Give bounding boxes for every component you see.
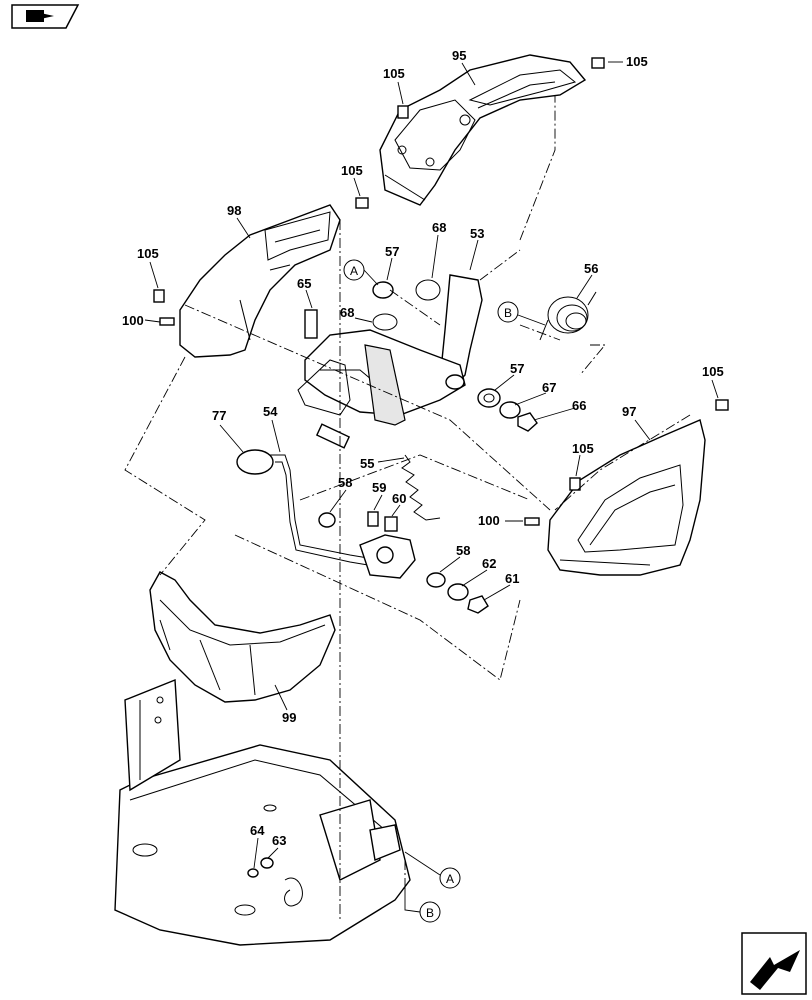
screws-100 — [159, 317, 540, 526]
callout-54: 54 — [263, 404, 278, 419]
callout-61: 61 — [505, 571, 519, 586]
part-53-bracket-assembly — [297, 274, 483, 426]
part-65-switch — [304, 309, 318, 339]
callout-53: 53 — [470, 226, 484, 241]
callout-67: 67 — [542, 380, 556, 395]
callout-98: 98 — [227, 203, 241, 218]
fasteners-57-68-upper — [372, 279, 441, 331]
callout-100: 100 — [122, 313, 144, 328]
reference-b-bottom: B — [404, 880, 441, 923]
callout-95: 95 — [452, 48, 466, 63]
callout-100: 100 — [478, 513, 500, 528]
reference-b-top: B — [497, 301, 546, 326]
ref-label: A — [446, 872, 454, 886]
part-77-knob — [236, 449, 274, 475]
lower-frame — [114, 678, 411, 946]
callout-66: 66 — [572, 398, 586, 413]
callout-105: 105 — [341, 163, 363, 178]
callout-105: 105 — [383, 66, 405, 81]
ref-label: B — [504, 306, 512, 320]
callout-99: 99 — [282, 710, 296, 725]
book-arrow-icon[interactable] — [11, 4, 80, 29]
callout-58: 58 — [456, 543, 470, 558]
part-56-torsion-spring — [539, 291, 597, 341]
part-54-lever-rod — [270, 454, 416, 579]
callout-64: 64 — [250, 823, 265, 838]
part-99-lower-cover — [149, 571, 336, 703]
callout-57: 57 — [385, 244, 399, 259]
washers-57-67-66 — [477, 388, 538, 432]
callout-65: 65 — [297, 276, 311, 291]
reference-a-bottom: A — [404, 851, 461, 889]
callout-68: 68 — [340, 305, 354, 320]
callout-105: 105 — [572, 441, 594, 456]
callout-68: 68 — [432, 220, 446, 235]
ref-label: B — [426, 906, 434, 920]
next-page-arrow-icon[interactable] — [741, 932, 807, 995]
part-55-spring — [401, 454, 441, 521]
callout-58: 58 — [338, 475, 352, 490]
callout-62: 62 — [482, 556, 496, 571]
callout-63: 63 — [272, 833, 286, 848]
ref-label: A — [350, 264, 358, 278]
callout-97: 97 — [622, 404, 636, 419]
callout-labels: 95 105 105 105 98 105 57 68 53 56 65 68 … — [122, 48, 724, 848]
callout-105: 105 — [137, 246, 159, 261]
dash-dot-lines — [124, 95, 691, 920]
callout-56: 56 — [584, 261, 598, 276]
callout-55: 55 — [360, 456, 374, 471]
part-95-console-cover — [379, 54, 587, 206]
callout-60: 60 — [392, 491, 406, 506]
callout-59: 59 — [372, 480, 386, 495]
part-97-right-cover — [547, 419, 706, 576]
pins-and-bushings — [315, 423, 489, 614]
part-98-left-cover — [179, 204, 341, 358]
reference-a-top: A — [343, 259, 379, 286]
callout-105: 105 — [702, 364, 724, 379]
callout-77: 77 — [212, 408, 226, 423]
callout-leaders — [144, 61, 719, 869]
bolts-105 — [153, 57, 729, 491]
callout-105: 105 — [626, 54, 648, 69]
callout-57: 57 — [510, 361, 524, 376]
